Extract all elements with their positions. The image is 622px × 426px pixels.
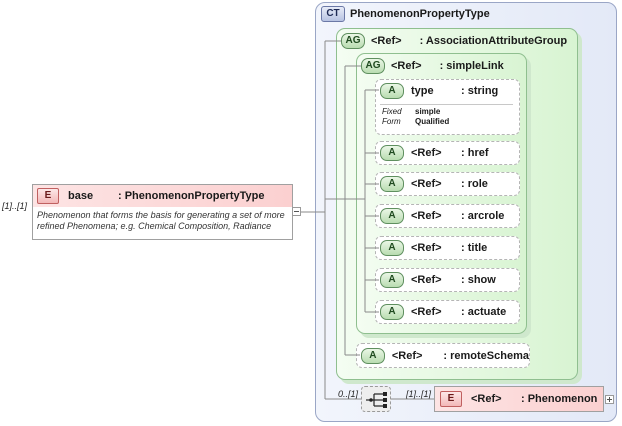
complex-type-header: CT PhenomenonPropertyType [321, 6, 490, 22]
attribute-name: : title [461, 242, 488, 254]
remote-schema-ref: <Ref> [391, 349, 423, 362]
attribute-name: : actuate [461, 306, 507, 318]
attribute-name: : show [461, 274, 496, 286]
attribute-role[interactable]: A <Ref> : role [375, 172, 520, 196]
attribute-type-box[interactable]: A type : string Fixed simple Form Qualif… [375, 79, 520, 135]
attribute-type-name: type [411, 85, 434, 97]
phenomenon-name: : Phenomenon [521, 393, 598, 405]
expand-toggle-button[interactable] [605, 395, 614, 404]
association-attribute-group-header: AG <Ref> : AssociationAttributeGroup [341, 33, 567, 49]
ag-icon: AG [341, 33, 365, 49]
ag-icon: AG [361, 58, 385, 74]
attribute-ref-label: <Ref> [411, 178, 442, 190]
attribute-name: : href [461, 147, 489, 159]
attribute-icon: A [361, 347, 385, 364]
complex-type-badge: CT [321, 6, 345, 22]
remote-schema-name: : remoteSchema [443, 349, 529, 362]
phenomenon-element-header: E <Ref> : Phenomenon [435, 387, 603, 411]
attribute-show[interactable]: A <Ref> : show [375, 268, 520, 292]
attribute-icon: A [380, 208, 404, 224]
attribute-icon: A [380, 145, 404, 161]
attribute-ref-label: <Ref> [411, 242, 442, 254]
base-element-name: base [68, 190, 94, 202]
base-element-header: E base : PhenomenonPropertyType [33, 185, 292, 207]
element-icon: E [440, 391, 462, 407]
attribute-name: : role [461, 178, 488, 190]
simple-link-group-header: AG <Ref> : simpleLink [361, 58, 504, 74]
association-attribute-group-ref: <Ref> [371, 35, 402, 47]
phenomenon-cardinality: [1]..[1] [406, 389, 432, 399]
base-element-type: : PhenomenonPropertyType [118, 190, 265, 202]
attribute-title[interactable]: A <Ref> : title [375, 236, 520, 260]
association-attribute-group-name: : AssociationAttributeGroup [419, 35, 568, 47]
attribute-icon: A [380, 240, 404, 256]
attribute-icon: A [380, 176, 404, 192]
attribute-icon: A [380, 83, 404, 99]
collapse-toggle-button[interactable] [292, 207, 301, 216]
attribute-icon: A [380, 272, 404, 288]
sequence-compositor-icon[interactable] [361, 386, 391, 412]
fixed-label: Fixed [382, 107, 402, 116]
simple-link-name: : simpleLink [439, 60, 504, 72]
attribute-ref-label: <Ref> [411, 274, 442, 286]
complex-type-name: PhenomenonPropertyType [350, 8, 490, 20]
form-value: Qualified [415, 117, 450, 126]
phenomenon-ref: <Ref> [471, 393, 502, 405]
attribute-remote-schema[interactable]: A <Ref> : remoteSchema [356, 343, 530, 368]
base-element[interactable]: E base : PhenomenonPropertyType Phenomen… [32, 184, 293, 240]
sequence-cardinality: 0..[1] [338, 389, 359, 399]
attribute-ref-label: <Ref> [411, 210, 442, 222]
attribute-ref-label: <Ref> [411, 306, 442, 318]
attribute-icon: A [380, 304, 404, 320]
element-icon: E [37, 188, 59, 204]
attribute-ref-label: <Ref> [411, 147, 442, 159]
simple-link-ref: <Ref> [391, 60, 422, 72]
attribute-name: : arcrole [461, 210, 505, 222]
base-cardinality: [1]..[1] [2, 201, 28, 211]
base-element-documentation: Phenomenon that forms the basis for gene… [37, 210, 285, 231]
attribute-type-type: : string [461, 85, 499, 97]
phenomenon-element[interactable]: E <Ref> : Phenomenon [434, 386, 604, 412]
attribute-href[interactable]: A <Ref> : href [375, 141, 520, 165]
fixed-value: simple [415, 107, 441, 116]
form-label: Form [382, 117, 401, 126]
